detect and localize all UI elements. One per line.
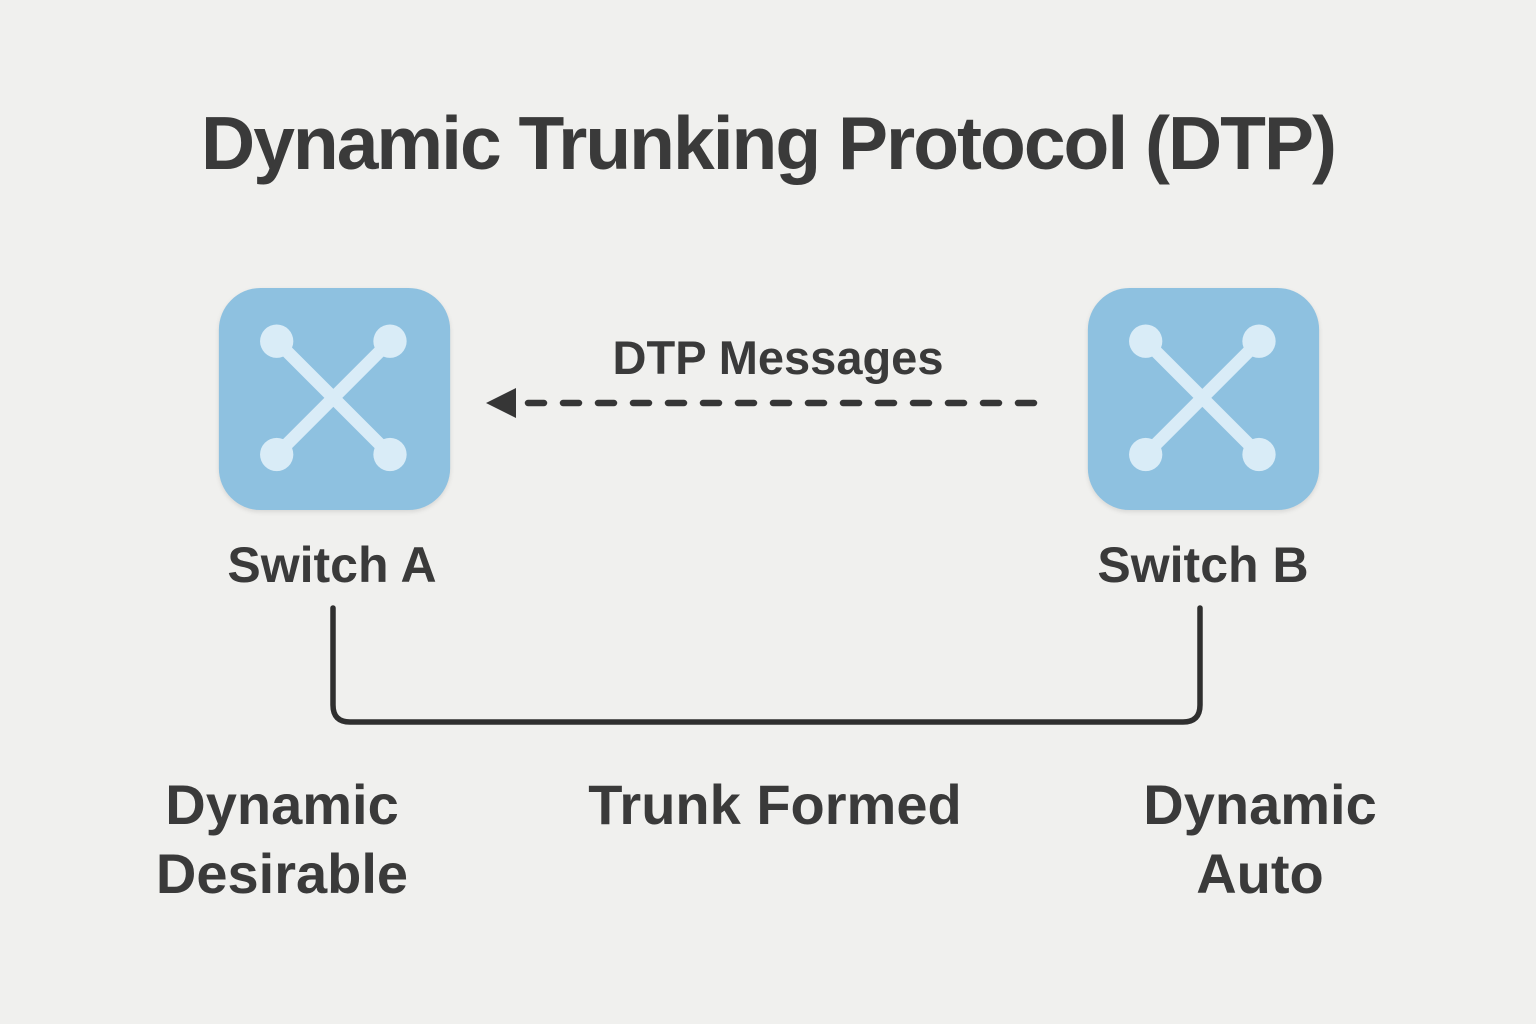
trunk-formed-bracket (330, 605, 1203, 725)
page-title: Dynamic Trunking Protocol (DTP) (201, 101, 1337, 185)
switch-b-label: Switch B (1097, 537, 1309, 593)
switch-a-network-switch-icon (218, 288, 451, 510)
dtp-messages-label: DTP Messages (612, 331, 944, 384)
dtp-messages-dashed-arrow (486, 388, 1041, 418)
switch-b-mode-label: Dynamic Auto (1143, 773, 1377, 905)
switch-b-network-switch-icon (1087, 288, 1320, 510)
trunk-formed-label: Trunk Formed (588, 773, 962, 836)
switch-a-label: Switch A (227, 537, 437, 593)
switch-a-mode-label: Dynamic Desirable (155, 773, 409, 905)
